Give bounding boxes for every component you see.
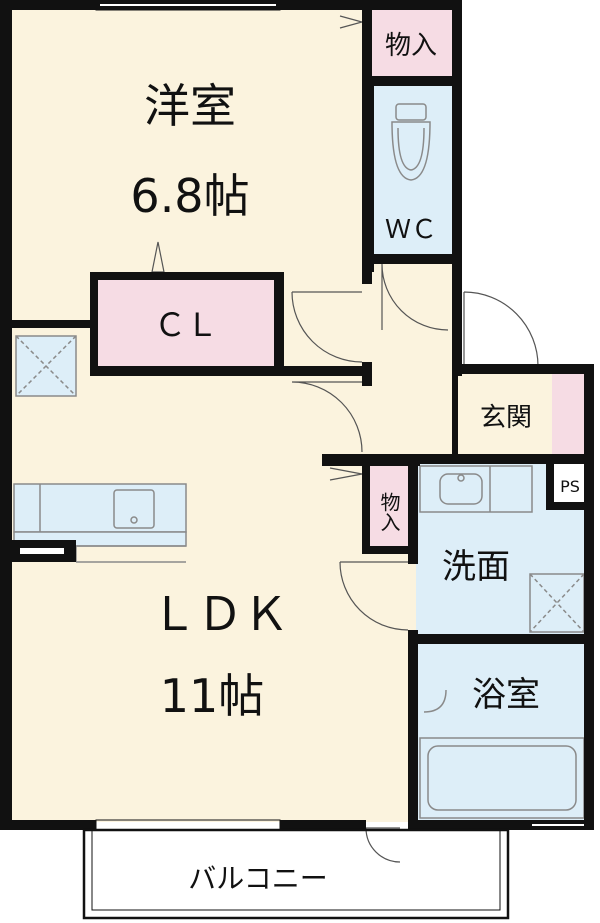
- wall-closet-top: [90, 272, 284, 280]
- floor-closet: [96, 278, 276, 368]
- washroom-label: 洗面: [442, 547, 510, 587]
- wall-wash-west-b: [408, 630, 418, 830]
- wall-bottom-bath: [408, 820, 592, 830]
- floor-entrance: [460, 372, 552, 454]
- door-toilet: [381, 263, 449, 331]
- wall-right-top: [452, 0, 462, 268]
- balcony: [82, 828, 510, 920]
- kitchen-counter: [13, 483, 187, 563]
- wall-wash-bath: [408, 634, 594, 644]
- walls: [0, 0, 594, 830]
- wall-closet-right: [274, 272, 284, 376]
- wall-western-east: [362, 0, 372, 88]
- door-swings: [151, 15, 539, 863]
- balcony-label: バルコニー: [188, 862, 327, 895]
- wall-right-hall: [452, 268, 462, 376]
- wall-bottom-mid: [280, 820, 366, 830]
- ldk-name: ＬＤＫ: [151, 587, 289, 641]
- wall-wash-west: [408, 454, 418, 564]
- storage-mid-label: 物入: [377, 492, 401, 532]
- door-western-room: [291, 291, 363, 363]
- balcony-inner: [91, 829, 501, 911]
- bathroom-label: 浴室: [472, 675, 540, 715]
- door-balcony: [365, 827, 401, 863]
- floor-storage-top: [370, 8, 452, 76]
- floors: [8, 8, 588, 822]
- wall-hall-west-a: [362, 254, 372, 284]
- windows: [96, 4, 584, 826]
- wall-left: [0, 0, 12, 830]
- western-room-name: 洋室: [144, 79, 236, 133]
- fixtures: [13, 103, 585, 819]
- door-front: [463, 291, 539, 367]
- wall-ps-bottom: [546, 502, 594, 510]
- floor-hallway: [362, 262, 460, 462]
- wall-wc-west: [362, 76, 374, 272]
- washbasin: [419, 465, 533, 513]
- door-ldk: [291, 381, 363, 453]
- floor-storage-mid: [366, 462, 408, 548]
- wall-western-south-b: [90, 366, 372, 376]
- wall-ps-west: [546, 454, 554, 510]
- toilet-fixture: [391, 103, 431, 181]
- wall-wc-bottom: [362, 254, 460, 264]
- wall-right-lower: [584, 364, 594, 830]
- floor-ps: [552, 462, 588, 502]
- wall-ldk-hall: [322, 454, 420, 466]
- room-labels: 洋室 6.8帖 ＣＬ 物入 ＷＣ 玄関 物入 PS 洗面 浴室 ＬＤＫ 11帖 …: [130, 31, 579, 895]
- closet-label: ＣＬ: [154, 306, 218, 344]
- entrance-label: 玄関: [480, 403, 532, 433]
- fridge-slot: [20, 548, 64, 554]
- vent-ldk: [15, 335, 77, 397]
- floor-shoe-box: [552, 372, 586, 454]
- ps-label: PS: [560, 477, 580, 496]
- door-washroom: [339, 561, 409, 631]
- storage-top-label: 物入: [385, 31, 437, 61]
- wall-storage-mid-bottom: [362, 546, 418, 554]
- wall-storage-bottom: [362, 76, 460, 86]
- western-room-size: 6.8帖: [130, 169, 249, 223]
- toilet-label: ＷＣ: [385, 215, 437, 245]
- wall-entrance-south: [416, 454, 594, 464]
- wall-entrance-top: [452, 364, 592, 374]
- wall-bottom-ldk: [0, 820, 96, 830]
- wall-entrance-west: [452, 374, 458, 454]
- floor-ldk: [8, 320, 418, 822]
- ldk-size: 11帖: [160, 669, 265, 723]
- wall-storage-mid-west: [362, 454, 370, 554]
- wall-western-south: [0, 320, 96, 328]
- floor-bathroom: [416, 644, 588, 822]
